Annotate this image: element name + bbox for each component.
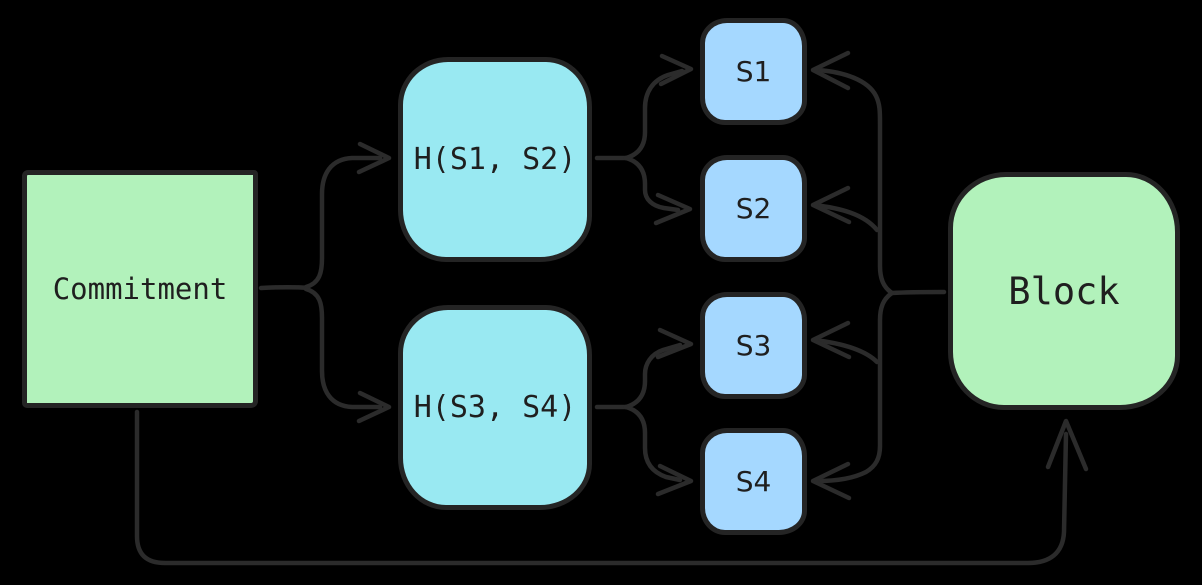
node-block-label: Block	[1008, 269, 1120, 313]
edge-hash12-fork	[594, 53, 694, 226]
node-hash-s1-s2-label: H(S1, S2)	[413, 142, 577, 177]
node-s3-label: S3	[735, 329, 772, 362]
node-commitment-label: Commitment	[52, 272, 228, 306]
edge-commitment-fork	[258, 141, 392, 424]
node-hash-s1-s2: H(S1, S2)	[398, 57, 592, 262]
edge-hash34-fork	[594, 327, 694, 497]
node-s2: S2	[700, 155, 807, 262]
node-hash-s3-s4-label: H(S3, S4)	[413, 390, 577, 425]
edge-commitment-block-loop	[134, 409, 1089, 566]
node-hash-s3-s4: H(S3, S4)	[398, 305, 592, 510]
node-s1: S1	[700, 18, 807, 125]
node-s2-label: S2	[735, 192, 772, 225]
node-s4: S4	[700, 428, 807, 535]
node-s4-label: S4	[735, 465, 772, 498]
node-commitment: Commitment	[22, 170, 258, 408]
edge-block-bracket	[810, 50, 947, 501]
node-s3: S3	[700, 292, 807, 399]
node-block: Block	[948, 172, 1180, 410]
node-s1-label: S1	[735, 55, 772, 88]
